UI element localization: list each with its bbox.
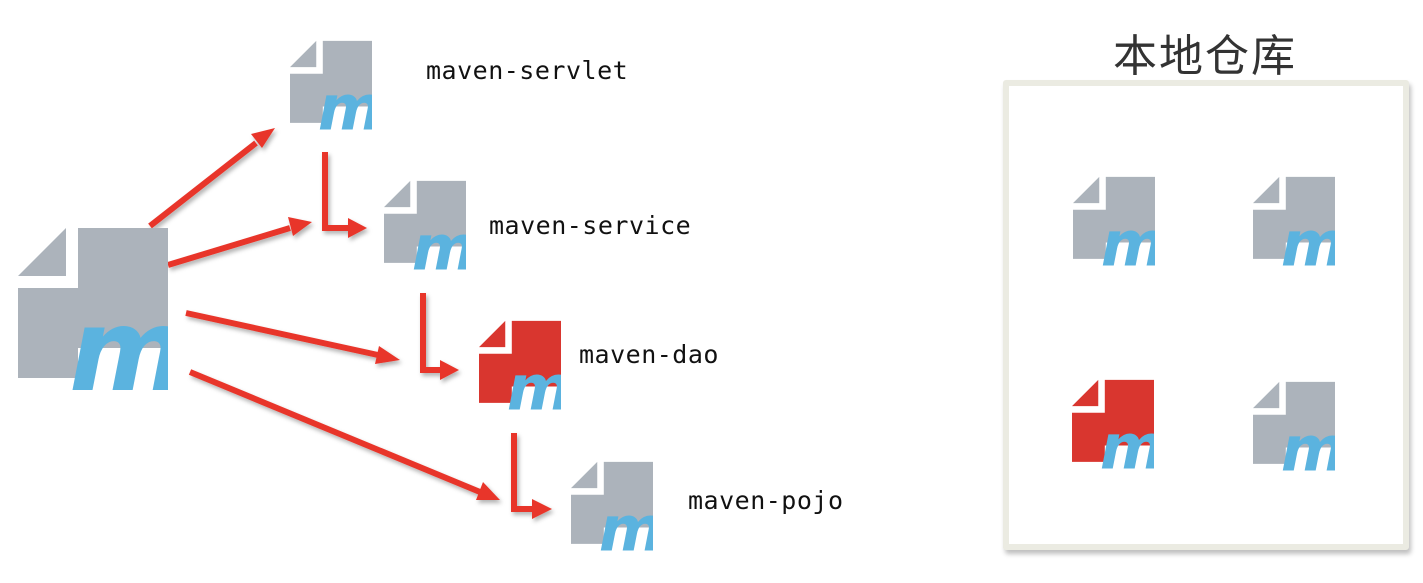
arrow-dao-to-pojo xyxy=(511,433,552,519)
local-repository-box xyxy=(1003,80,1409,550)
arrow-parent-to-servlet xyxy=(148,128,275,229)
module-dao-label: maven-dao xyxy=(579,340,719,369)
repo-artifact-icon-dao[interactable]: m xyxy=(1072,376,1154,474)
svg-text:m: m xyxy=(599,492,653,553)
repository-title: 本地仓库 xyxy=(1113,31,1297,82)
svg-text:m: m xyxy=(412,211,466,272)
module-service-icon[interactable]: m xyxy=(384,180,466,272)
parent-module-icon[interactable]: m xyxy=(18,228,168,393)
module-pojo-label: maven-pojo xyxy=(688,486,844,515)
module-servlet-label: maven-servlet xyxy=(426,56,629,85)
svg-text:m: m xyxy=(1281,207,1335,271)
module-servlet-icon[interactable]: m xyxy=(290,40,372,132)
module-service-label: maven-service xyxy=(489,211,692,240)
repo-artifact-icon[interactable]: m xyxy=(1253,173,1335,271)
arrow-service-to-dao xyxy=(420,293,459,380)
module-dao-icon[interactable]: m xyxy=(479,320,561,412)
arrow-parent-to-service xyxy=(167,217,312,268)
svg-text:m: m xyxy=(1100,410,1154,474)
repo-artifact-icon[interactable]: m xyxy=(1253,378,1335,476)
arrow-servlet-to-service xyxy=(322,152,367,238)
arrow-parent-to-dao xyxy=(185,310,400,364)
module-pojo-icon[interactable]: m xyxy=(571,461,653,553)
svg-text:m: m xyxy=(69,284,168,393)
svg-text:m: m xyxy=(1101,207,1155,271)
svg-text:m: m xyxy=(507,351,561,412)
svg-text:m: m xyxy=(1281,412,1335,476)
repo-artifact-icon[interactable]: m xyxy=(1073,173,1155,271)
svg-text:m: m xyxy=(318,71,372,132)
arrow-parent-to-pojo xyxy=(188,369,500,500)
